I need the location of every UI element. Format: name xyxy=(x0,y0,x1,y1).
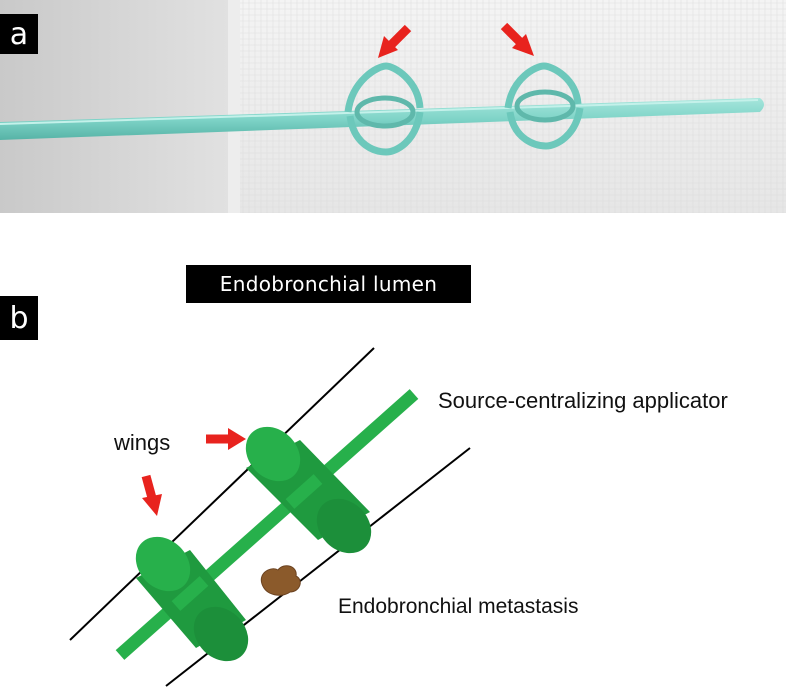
metastasis-label: Endobronchial metastasis xyxy=(338,595,579,618)
schematic-arrow-right xyxy=(206,428,246,450)
wings-label: wings xyxy=(114,430,171,455)
metastasis-lesion xyxy=(260,565,301,596)
photo-wing-left xyxy=(344,62,424,156)
panel-label-b: b xyxy=(0,296,38,340)
schematic-applicator-rod-front-2 xyxy=(285,474,323,509)
photo-panel-a xyxy=(0,0,786,213)
lumen-title-label: Endobronchial lumen xyxy=(186,265,471,303)
panel-label-a: a xyxy=(0,14,38,54)
schematic-applicator-rod-front xyxy=(171,576,209,611)
photo-arrow-right xyxy=(500,22,534,56)
schematic-panel-b xyxy=(69,347,471,687)
photo-wing-right xyxy=(504,62,584,150)
photo-gray-cloth xyxy=(0,0,238,213)
lumen-wall-upper xyxy=(69,347,375,641)
applicator-label: Source-centralizing applicator xyxy=(438,388,728,413)
schematic-arrow-down xyxy=(141,474,162,516)
photo-cloth-edge xyxy=(228,0,240,213)
photo-arrow-left xyxy=(378,24,412,58)
